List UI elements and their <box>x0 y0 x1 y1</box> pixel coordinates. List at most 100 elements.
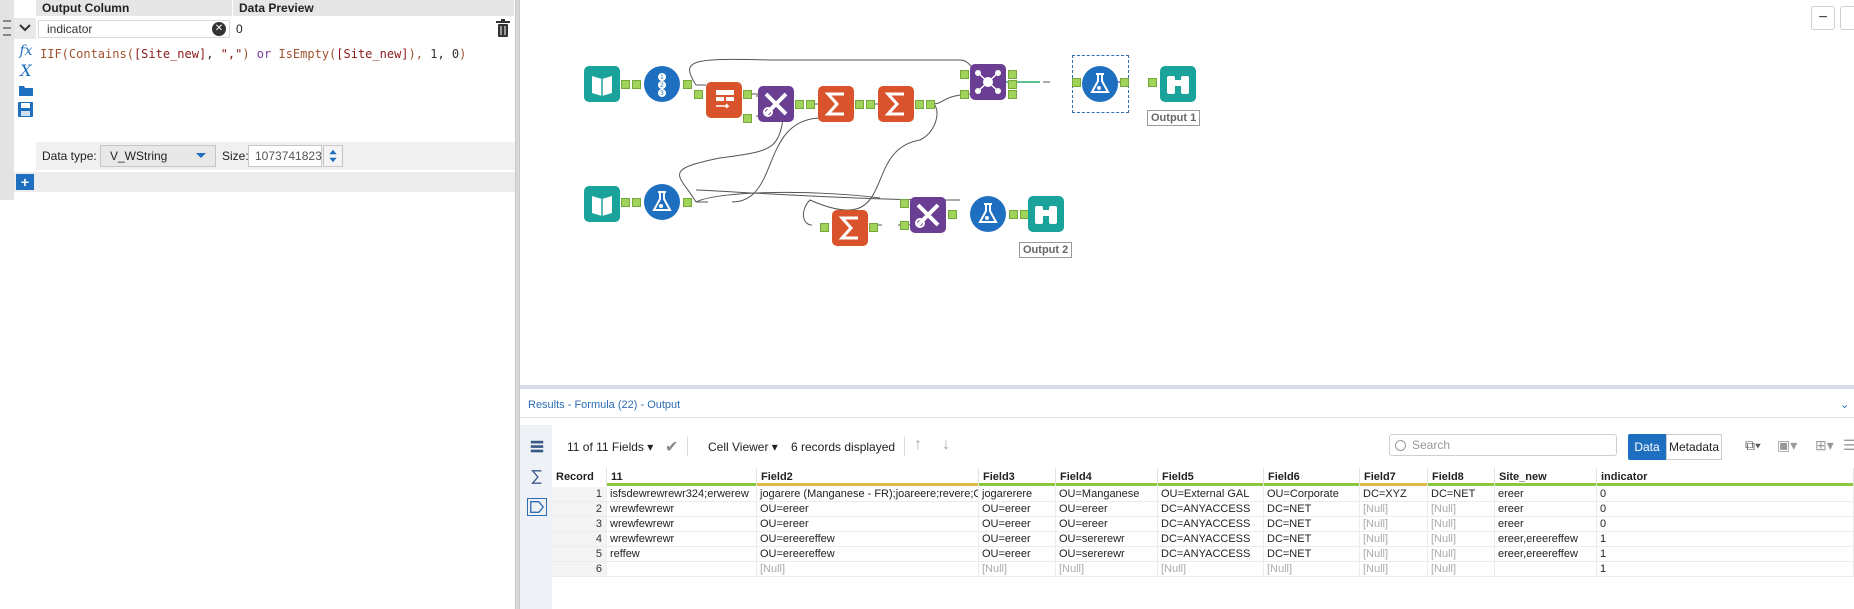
data-cell[interactable]: [Null] <box>1428 517 1495 532</box>
data-cell[interactable]: 0 <box>1597 502 1854 517</box>
tag-icon[interactable] <box>527 498 547 516</box>
table-view-icon[interactable] <box>527 438 547 456</box>
output-anchor[interactable] <box>855 100 864 109</box>
zoom-in-button[interactable] <box>1840 6 1854 30</box>
column-header[interactable]: 11 <box>607 468 757 486</box>
data-cell[interactable]: wrewfewrewr <box>607 532 757 547</box>
column-header[interactable]: Field2 <box>757 468 979 486</box>
data-cell[interactable]: OU=ereer <box>979 502 1056 517</box>
data-cell[interactable]: [Null] <box>1360 532 1428 547</box>
summary-icon[interactable] <box>527 468 547 486</box>
data-cell[interactable]: wrewfewrewr <box>607 517 757 532</box>
column-header[interactable]: Field6 <box>1264 468 1360 486</box>
output-anchor[interactable] <box>683 198 692 207</box>
anchor-r-out[interactable] <box>1008 90 1017 99</box>
chevron-down-icon[interactable]: ⌄ <box>1840 399 1850 411</box>
data-cell[interactable]: DC=ANYACCESS <box>1158 547 1264 562</box>
anchor-l-out[interactable] <box>1008 70 1017 79</box>
record-number-cell[interactable]: 2 <box>552 502 607 517</box>
input-anchor[interactable] <box>806 100 815 109</box>
output-anchor[interactable] <box>743 90 752 99</box>
input-anchor[interactable] <box>1148 78 1157 87</box>
data-cell[interactable]: [Null] <box>1360 547 1428 562</box>
join-tool-2[interactable] <box>910 197 946 233</box>
data-cell[interactable]: OU=sererewr <box>1056 547 1158 562</box>
input-anchor[interactable] <box>926 100 935 109</box>
data-cell[interactable]: ereer <box>1495 487 1597 502</box>
data-cell[interactable]: OU=ereereffew <box>757 532 979 547</box>
data-cell[interactable]: 0 <box>1597 517 1854 532</box>
output-anchor[interactable] <box>683 80 692 89</box>
data-cell[interactable]: jogarerere <box>979 487 1056 502</box>
clear-icon[interactable]: ✕ <box>212 22 226 36</box>
metadata-tab-button[interactable]: Metadata <box>1666 434 1722 460</box>
data-cell[interactable]: OU=sererewr <box>1056 532 1158 547</box>
record-number-cell[interactable]: 1 <box>552 487 607 502</box>
input-data-tool-2[interactable] <box>584 186 620 222</box>
output-column-input[interactable]: indicator <box>38 20 230 38</box>
table-row[interactable]: 6[Null][Null][Null][Null][Null][Null][Nu… <box>552 562 1854 577</box>
output-anchor[interactable] <box>743 114 752 123</box>
chevron-down-icon[interactable] <box>18 22 32 34</box>
copy-icon[interactable]: ⧉▾ <box>1745 437 1761 453</box>
input-anchor[interactable] <box>1072 78 1081 87</box>
data-type-select[interactable]: V_WString <box>100 145 216 167</box>
data-cell[interactable]: DC=NET <box>1264 547 1360 562</box>
trash-icon[interactable] <box>494 19 512 39</box>
data-cell[interactable]: OU=ereer <box>1056 517 1158 532</box>
data-cell[interactable]: OU=ereer <box>757 517 979 532</box>
data-cell[interactable]: DC=NET <box>1264 502 1360 517</box>
input-anchor[interactable] <box>866 100 875 109</box>
data-cell[interactable]: [Null] <box>1428 562 1495 577</box>
data-cell[interactable]: OU=ereer <box>979 532 1056 547</box>
anchor-l[interactable] <box>900 199 909 208</box>
anchor-r[interactable] <box>960 90 969 99</box>
data-cell[interactable]: [Null] <box>1360 562 1428 577</box>
anchor-j-out[interactable] <box>1008 80 1017 89</box>
data-cell[interactable]: [Null] <box>1428 547 1495 562</box>
menu-icon[interactable]: ☰ <box>1843 437 1854 453</box>
zoom-out-button[interactable]: − <box>1811 6 1835 30</box>
column-header[interactable]: Field7 <box>1360 468 1428 486</box>
join-multiple-tool[interactable] <box>970 64 1006 100</box>
formula-tool-1[interactable] <box>1082 66 1118 102</box>
input-anchor[interactable] <box>820 223 829 232</box>
data-cell[interactable]: OU=Manganese <box>1056 487 1158 502</box>
column-header[interactable]: Record <box>552 468 607 486</box>
variable-icon[interactable]: X <box>20 61 32 80</box>
data-cell[interactable] <box>1495 562 1597 577</box>
data-cell[interactable]: DC=NET <box>1264 517 1360 532</box>
data-cell[interactable]: [Null] <box>1056 562 1158 577</box>
column-header[interactable]: Field3 <box>979 468 1056 486</box>
data-cell[interactable]: DC=NET <box>1264 532 1360 547</box>
arrow-up-icon[interactable]: ↑ <box>914 436 922 453</box>
data-cell[interactable]: reffew <box>607 547 757 562</box>
data-cell[interactable]: ereer,ereereffew <box>1495 547 1597 562</box>
checkmark-icon[interactable]: ✔ <box>665 439 679 456</box>
summarize-tool-2[interactable] <box>878 86 914 122</box>
add-field-button[interactable]: + <box>16 174 34 190</box>
data-cell[interactable]: OU=ereer <box>757 502 979 517</box>
cell-viewer-dropdown[interactable]: Cell Viewer ▾ <box>708 440 778 454</box>
record-number-cell[interactable]: 3 <box>552 517 607 532</box>
data-cell[interactable]: isfsdewrewrewr324;erwerew <box>607 487 757 502</box>
browse-tool-1[interactable] <box>1160 66 1196 102</box>
data-cell[interactable]: [Null] <box>1428 502 1495 517</box>
data-cell[interactable]: DC=ANYACCESS <box>1158 517 1264 532</box>
column-header[interactable]: indicator <box>1597 468 1854 486</box>
data-cell[interactable]: OU=Corporate <box>1264 487 1360 502</box>
data-cell[interactable]: [Null] <box>1428 532 1495 547</box>
data-cell[interactable]: 0 <box>1597 487 1854 502</box>
data-cell[interactable]: [Null] <box>757 562 979 577</box>
data-cell[interactable]: jogarere (Manganese - FR);joareere;rever… <box>757 487 979 502</box>
output-anchor[interactable] <box>621 198 630 207</box>
input-data-tool-1[interactable] <box>584 66 620 102</box>
column-header[interactable]: Field5 <box>1158 468 1264 486</box>
record-number-cell[interactable]: 6 <box>552 562 607 577</box>
data-cell[interactable]: ereer <box>1495 517 1597 532</box>
